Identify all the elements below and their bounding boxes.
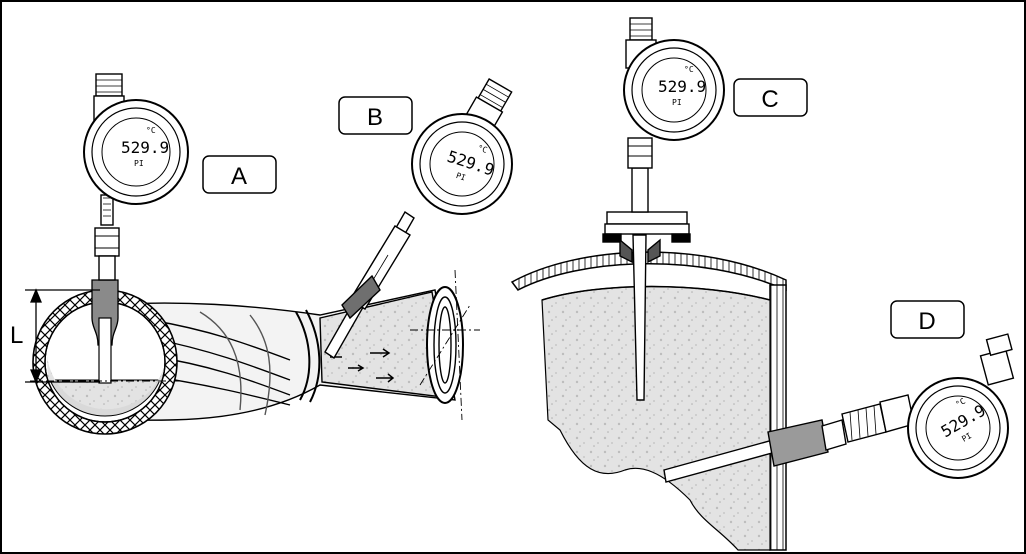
transmitter-b xyxy=(324,78,513,359)
unit-readout-c: °C xyxy=(684,65,694,74)
tag-readout-b: PI xyxy=(455,171,467,183)
label-b-box: B xyxy=(338,96,413,135)
dimension-label: L xyxy=(10,322,23,349)
tank xyxy=(510,251,787,551)
tag-readout-d: PI xyxy=(960,431,973,444)
label-c-box: C xyxy=(733,78,808,117)
transmitter-d xyxy=(663,333,1015,483)
label-a-box: A xyxy=(202,155,277,194)
reading-readout-a: 529.9 xyxy=(121,138,169,157)
tag-readout-a: PI xyxy=(134,159,144,168)
label-c: C xyxy=(761,86,778,113)
unit-readout-b: °C xyxy=(476,143,488,155)
transmitter-a xyxy=(83,73,189,281)
label-b: B xyxy=(367,104,383,131)
label-d: D xyxy=(918,308,935,335)
pipe-cross-section xyxy=(30,279,180,435)
reading-readout-c: 529.9 xyxy=(658,77,706,96)
transmitter-c xyxy=(602,17,725,401)
label-a: A xyxy=(231,163,247,190)
display-c: °C 529.9 PI xyxy=(658,65,706,107)
tag-readout-c: PI xyxy=(672,98,682,107)
label-d-box: D xyxy=(890,300,965,339)
display-a: °C 529.9 PI xyxy=(121,126,169,168)
dimension-l xyxy=(25,288,100,384)
unit-readout-a: °C xyxy=(146,126,156,135)
unit-readout-d: °C xyxy=(954,396,967,409)
